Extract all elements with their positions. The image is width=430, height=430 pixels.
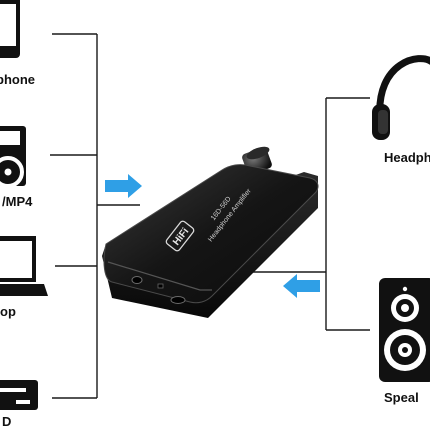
- source-label-mp4: /MP4: [2, 194, 33, 209]
- left-connector-lines: [50, 33, 140, 399]
- speaker-icon: [379, 278, 430, 382]
- output-label-headphone: Headph: [384, 150, 430, 165]
- mp3-player-icon: [0, 126, 26, 188]
- indicator-led: [157, 283, 164, 289]
- laptop-icon: [0, 236, 48, 296]
- source-label-phone: phone: [0, 72, 35, 87]
- headphones-icon: [372, 55, 430, 140]
- source-label-dvd: D: [2, 414, 12, 429]
- headphone-jack: [170, 296, 186, 304]
- output-arrow-icon: [283, 274, 320, 298]
- input-arrow-icon: [105, 174, 142, 198]
- usb-c-port: [131, 276, 143, 284]
- source-label-laptop: op: [0, 304, 16, 319]
- right-connector-lines: [240, 97, 370, 331]
- output-label-speaker: Speal: [384, 390, 419, 405]
- headphone-amplifier-device: HiFi 16D-56D Headphone Amplifier: [102, 146, 319, 318]
- phone-icon: [0, 0, 20, 58]
- dvd-player-icon: [0, 380, 38, 410]
